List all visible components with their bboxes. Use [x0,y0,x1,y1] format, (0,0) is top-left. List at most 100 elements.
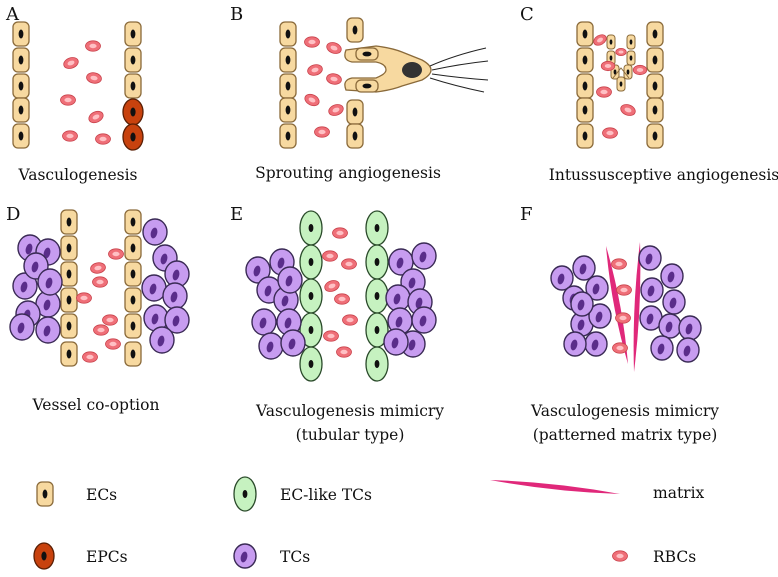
red-blood-cell [85,40,101,52]
matrix-strand [633,242,641,372]
matrix-strand [606,246,628,364]
intussusceptive-angiogenesis-illustration [576,21,664,149]
filopodium [429,77,485,93]
red-blood-cell [596,86,612,98]
endothelial-cell [576,73,594,99]
red-blood-cell [92,276,108,288]
endothelial-cell [12,47,30,73]
red-blood-cell [105,338,121,350]
caption-sprouting-angiogenesis: Sprouting angiogenesis [255,164,441,182]
pillar-endothelial-cell [626,34,636,50]
red-blood-cell [76,292,92,304]
legend-label-epcs: EPCs [86,548,128,566]
endothelial-cell [60,313,78,339]
red-blood-cell [108,248,124,260]
red-blood-cell [82,351,98,363]
legend-label-matrix: matrix [653,484,705,502]
red-blood-cell [102,314,118,326]
endothelial-cell [646,123,664,149]
caption-vm-matrix-type: (patterned matrix type) [533,426,718,444]
red-blood-cell [611,258,627,270]
filopodium [429,47,487,67]
matrix-strand [490,480,620,494]
panel-letter-c: C [520,4,534,25]
red-blood-cell [314,126,330,138]
ec-like-tumor-cell [233,476,257,512]
tumor-cell [12,272,38,300]
endothelial-cell [12,21,30,47]
endothelial-progenitor-cell [122,123,144,151]
pillar-endothelial-cell [606,34,616,50]
panel-letter-b: B [230,4,243,25]
red-blood-cell [326,73,342,85]
panel-letter-f: F [520,204,533,225]
red-blood-cell [336,346,352,358]
red-blood-cell [322,250,338,262]
caption-vm-matrix: Vasculogenesis mimicry [530,402,719,420]
panel-letter-d: D [6,204,20,225]
red-blood-cell [86,72,102,84]
tumor-cell [162,282,188,310]
tip-cell-nucleus [402,62,422,78]
tumor-cell [388,248,414,276]
endothelial-cell [346,123,364,149]
tumor-cell [638,245,662,271]
endothelial-cell [60,341,78,367]
red-blood-cell [324,280,340,292]
caption-vessel-co-option: Vessel co-option [32,396,160,414]
endothelial-cell [124,313,142,339]
red-blood-cell [307,64,323,76]
ec-like-tumor-cell [299,346,323,382]
tumor-cell [572,255,596,281]
endothelial-cell [12,123,30,149]
red-blood-cell [323,330,339,342]
endothelial-cell [60,209,78,235]
endothelial-cell [355,79,379,93]
tumor-cell [650,335,674,361]
red-blood-cell [332,227,348,239]
endothelial-cell [60,261,78,287]
endothelial-cell [36,481,54,507]
tumor-cell [383,328,409,356]
legend-label-tcs: TCs [280,548,310,566]
vasculogenesis-illustration [12,21,144,151]
tumor-cell [385,284,411,312]
filopodium [431,60,489,71]
tumor-cell [141,274,167,302]
tumor-cell [585,275,609,301]
endothelial-cell [124,21,142,47]
ec-like-tumor-cell [299,244,323,280]
legend-label-ecs: ECs [86,486,117,504]
caption-vasculogenesis: Vasculogenesis [17,166,137,184]
tumor-cell [37,268,63,296]
pillar-endothelial-cell [616,76,626,92]
tumor-cell [277,266,303,294]
red-blood-cell [334,293,350,305]
pillar-endothelial-cell [626,50,636,66]
red-blood-cell [63,57,79,69]
panel-letter-a: A [5,4,20,25]
endothelial-progenitor-cell [33,542,55,570]
red-blood-cell [616,284,632,296]
endothelial-cell [60,235,78,261]
endothelial-cell [12,97,30,123]
endothelial-cell [279,47,297,73]
endothelial-cell [576,47,594,73]
red-blood-cell [304,36,320,48]
red-blood-cell [612,550,628,562]
tumor-cell [9,313,35,341]
tumor-cell [676,337,700,363]
tumor-cell [639,305,663,331]
endothelial-cell [124,287,142,313]
endothelial-cell [124,341,142,367]
tumor-cell [550,265,574,291]
caption-vm-tubular: Vasculogenesis mimicry [255,402,444,420]
legend-label-rbcs: RBCs [653,548,696,566]
ec-like-tumor-cell [365,278,389,314]
endothelial-cell [12,73,30,99]
red-blood-cell [60,94,76,106]
ec-like-tumor-cell [365,244,389,280]
endothelial-cell [124,73,142,99]
tumor-cell [233,543,257,569]
tumor-cell [35,316,61,344]
